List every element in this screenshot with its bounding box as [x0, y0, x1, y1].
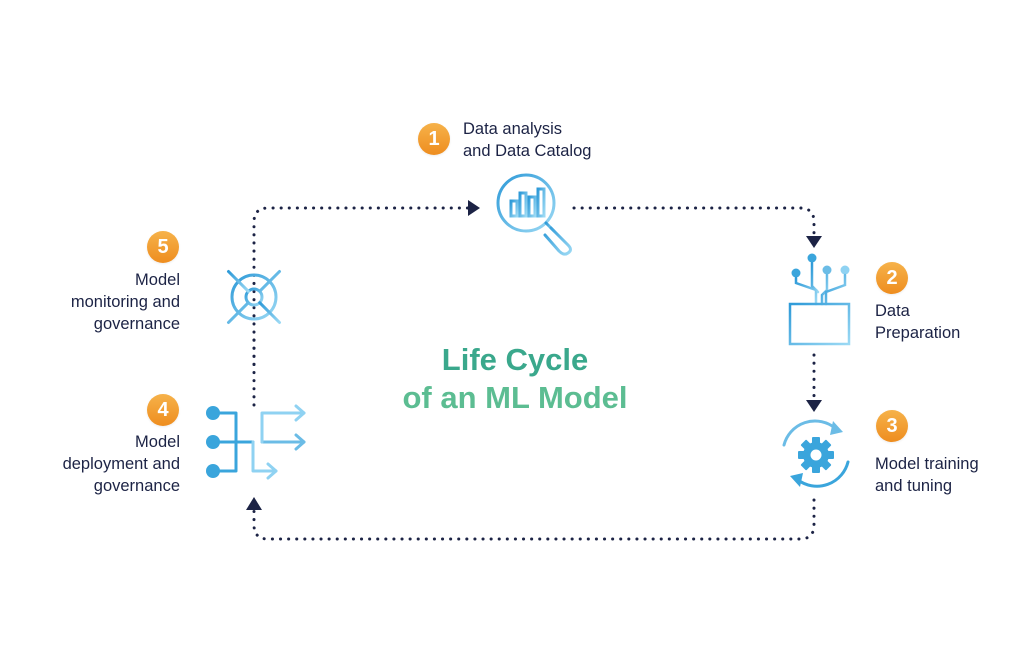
title-line-2: of an ML Model [402, 380, 628, 415]
step-3-label-line-1: Model training [875, 455, 979, 473]
step-4-label: Model deployment and governance [63, 431, 180, 497]
arrow-to-step-4 [246, 497, 262, 510]
step-3-label: Model training and tuning [875, 453, 979, 497]
step-4-label-line-1: Model [135, 433, 180, 451]
step-1-label-line-2: and Data Catalog [463, 142, 592, 160]
diagram-title: Life Cycle of an ML Model [330, 341, 700, 417]
step-2-label-line-2: Preparation [875, 324, 961, 342]
arrow-to-step-1 [468, 200, 480, 216]
step-2-label-line-1: Data [875, 302, 910, 320]
step-3-number: 3 [886, 414, 898, 437]
step-5-number: 5 [157, 235, 169, 258]
step-4-badge: 4 [147, 394, 179, 426]
step-1-label-line-1: Data analysis [463, 120, 563, 138]
step-4-number: 4 [157, 398, 169, 421]
gear-cycle-icon [782, 419, 850, 488]
step-2-badge: 2 [876, 262, 908, 294]
ship-wheel-icon [216, 259, 292, 335]
deployment-arrows-icon [206, 404, 306, 480]
step-5-label-line-2: monitoring and [70, 293, 180, 311]
step-1-number: 1 [428, 127, 440, 150]
step-4-label-line-2: deployment and [62, 455, 180, 473]
step-4-label-line-3: governance [93, 477, 180, 495]
magnifier-chart-icon [496, 173, 572, 256]
data-pipeline-icon [788, 253, 851, 346]
arrow-to-step-2 [806, 236, 822, 248]
step-1-label: Data analysis and Data Catalog [463, 118, 591, 162]
step-5-label: Model monitoring and governance [71, 269, 180, 335]
step-1-badge: 1 [418, 123, 450, 155]
step-3-badge: 3 [876, 410, 908, 442]
step-5-label-line-1: Model [135, 271, 180, 289]
dotted-connector-top [252, 206, 816, 407]
dotted-connector-middle [252, 338, 816, 402]
arrow-to-step-3 [806, 400, 822, 412]
step-3-label-line-2: and tuning [875, 477, 953, 495]
step-5-label-line-3: governance [93, 315, 180, 333]
title-line-1: Life Cycle [441, 342, 589, 377]
dotted-connector-bottom [252, 498, 816, 541]
step-5-badge: 5 [147, 231, 179, 263]
step-2-label: Data Preparation [875, 300, 960, 344]
step-2-number: 2 [886, 266, 898, 289]
